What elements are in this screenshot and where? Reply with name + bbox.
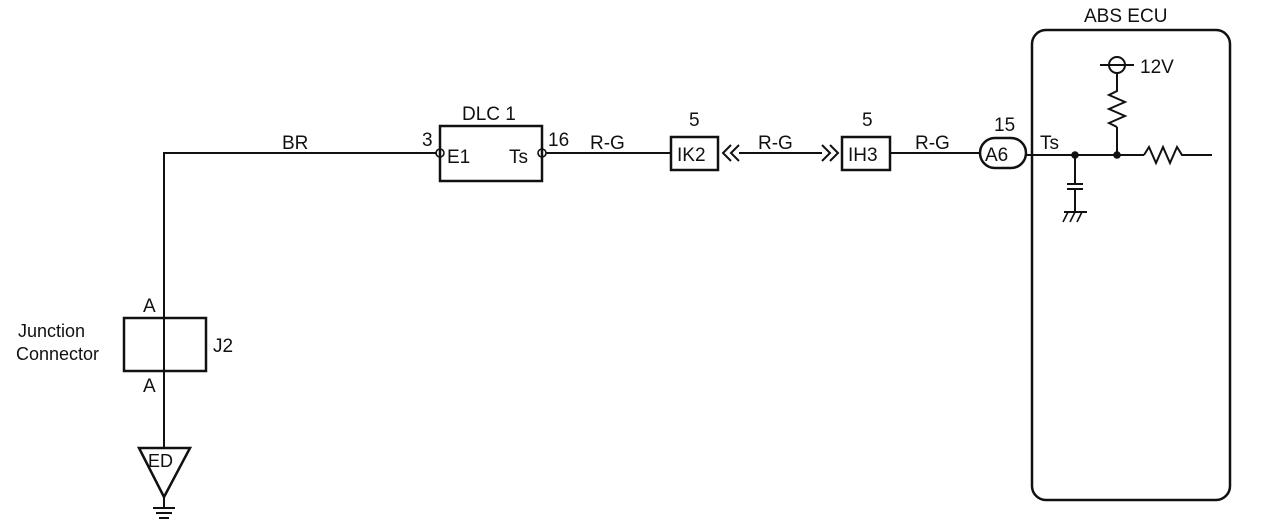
ecu-box <box>1030 28 1232 502</box>
junction-top-pin: A <box>143 296 156 317</box>
ik2-pin-number: 5 <box>689 110 700 131</box>
ik2-connector <box>669 135 720 172</box>
dlc-title: DLC 1 <box>462 104 516 125</box>
ik2-chevron-icon <box>721 144 732 162</box>
supply-voltage-label: 12V <box>1140 57 1174 78</box>
wire-label-rg-2: R-G <box>758 133 793 154</box>
dlc-pin-right-name: Ts <box>509 147 528 168</box>
wire-label-br: BR <box>282 133 308 154</box>
wire-label-rg-1: R-G <box>590 133 625 154</box>
dlc-pin-left-name: E1 <box>447 147 470 168</box>
ecu-title: ABS ECU <box>1084 6 1167 27</box>
ground-point-label: ED <box>148 451 173 471</box>
dlc-pin-e1-terminal <box>435 148 445 158</box>
ik2-chevron-icon-2 <box>729 144 740 162</box>
chassis-ground-hatch-2 <box>1069 211 1076 223</box>
a6-pin-number: 15 <box>994 115 1015 136</box>
wire-label-rg-3: R-G <box>915 133 950 154</box>
ecu-terminal-label: Ts <box>1040 133 1059 154</box>
ground-point-icon <box>136 446 193 500</box>
ik2-label: IK2 <box>677 145 706 166</box>
a6-label: A6 <box>985 145 1008 166</box>
junction-bottom-pin: A <box>143 376 156 397</box>
wire-br <box>163 152 437 318</box>
chassis-ground-hatch-3 <box>1076 211 1083 223</box>
resistor-icon <box>1143 144 1212 166</box>
ih3-label: IH3 <box>848 145 878 166</box>
junction-name-line2: Connector <box>16 344 99 364</box>
ih3-chevron-icon-2 <box>829 144 840 162</box>
dlc-connector <box>438 124 544 183</box>
ih3-chevron-icon <box>821 144 832 162</box>
a6-connector <box>978 136 1028 170</box>
pullup-resistor-icon <box>1106 73 1128 128</box>
dlc-pin-right-number: 16 <box>548 130 569 151</box>
ih3-pin-number: 5 <box>862 110 873 131</box>
chassis-ground-hatch-1 <box>1062 211 1069 223</box>
dlc-pin-left-number: 3 <box>422 130 433 151</box>
junction-name-line1: Junction <box>18 321 85 341</box>
junction-code: J2 <box>213 336 233 357</box>
